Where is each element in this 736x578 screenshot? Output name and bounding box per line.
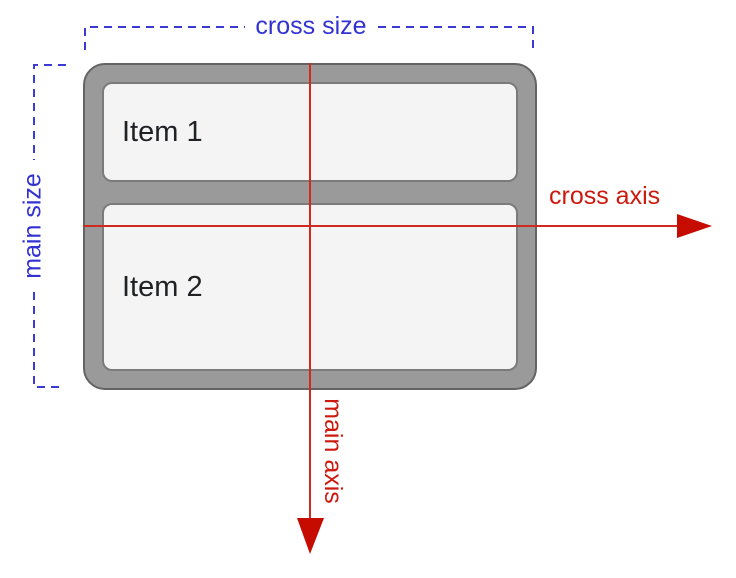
cross-axis-label: cross axis: [549, 182, 661, 210]
flex-item-1: Item 1: [102, 82, 518, 182]
main-size-bracket-top: [33, 64, 66, 160]
flex-item-2: Item 2: [102, 203, 518, 371]
flex-item-1-label: Item 1: [122, 115, 203, 148]
cross-axis-arrowhead-icon: [677, 214, 712, 238]
cross-size-bracket-right: [378, 26, 534, 48]
cross-size-bracket-left: [84, 26, 245, 50]
main-axis-label: main axis: [318, 398, 347, 504]
main-axis-arrowhead-icon: [297, 518, 324, 554]
flex-item-2-label: Item 2: [122, 270, 203, 303]
main-size-bracket-bottom: [33, 292, 65, 388]
main-size-label: main size: [18, 173, 47, 279]
flex-container: Item 1 Item 2: [83, 63, 537, 390]
cross-size-label: cross size: [255, 12, 367, 40]
